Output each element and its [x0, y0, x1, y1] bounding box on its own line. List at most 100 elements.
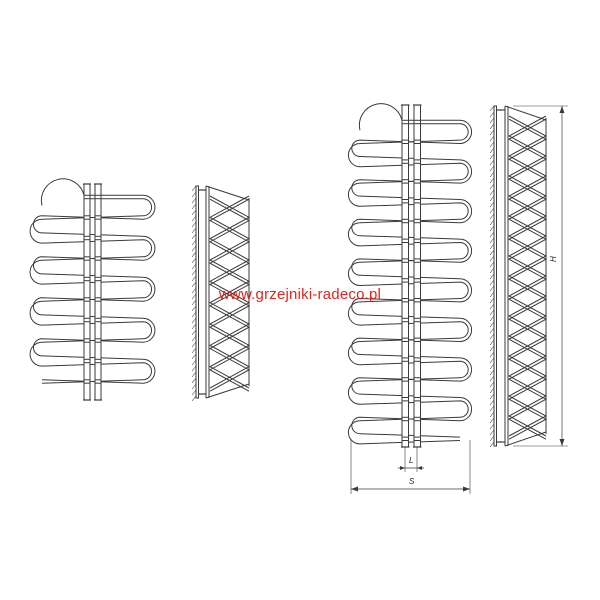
- tube-crossing: [95, 298, 101, 301]
- tube-crossing: [84, 380, 90, 383]
- wall-hatch: [489, 297, 495, 304]
- watermark-url: www.grzejniki-radeco.pl: [218, 286, 382, 303]
- wall-hatch: [191, 185, 197, 192]
- wall-hatch: [489, 255, 495, 262]
- top-connector: [504, 105, 547, 121]
- wall-hatch: [489, 195, 495, 202]
- tube-crossing: [402, 140, 408, 143]
- tube-crossing: [84, 359, 90, 363]
- tube-crossing: [84, 298, 90, 301]
- tube-crossing: [84, 216, 90, 219]
- tube-crossing: [402, 318, 408, 322]
- serpentine-tube-outline: [29, 198, 153, 384]
- wall-hatch: [191, 245, 197, 252]
- wall-hatch: [191, 305, 197, 312]
- large-radiator-side-view: [489, 105, 548, 448]
- wall-hatch: [489, 267, 495, 274]
- wall-hatch: [489, 327, 495, 334]
- wall-hatch: [191, 317, 197, 324]
- dim-arrow: [559, 439, 565, 446]
- wall-hatch: [489, 201, 495, 208]
- wall-hatch: [489, 153, 495, 160]
- wall-hatch: [191, 275, 197, 282]
- wall-hatch: [191, 197, 197, 204]
- tube-crossing: [402, 180, 408, 183]
- tube-crossing: [95, 339, 101, 342]
- tube-crossing: [402, 417, 408, 421]
- wall-hatch: [489, 369, 495, 376]
- tube-crossing: [95, 257, 101, 260]
- tube-crossing: [402, 398, 408, 401]
- wall-hatch: [489, 339, 495, 346]
- zigzag-tube: [507, 115, 548, 437]
- dim-arrow: [351, 486, 358, 492]
- dimension-label-h: H: [549, 256, 558, 262]
- tube-crossing: [414, 437, 420, 440]
- wall-hatch: [191, 365, 197, 372]
- wall-hatch: [191, 215, 197, 222]
- wall-hatch: [489, 105, 495, 112]
- tube-crossing: [402, 299, 408, 302]
- tube-crossing: [84, 195, 90, 199]
- wall-hatch: [489, 117, 495, 124]
- wall-hatch: [191, 359, 197, 366]
- tube-crossing: [414, 299, 420, 302]
- wall-hatch: [489, 411, 495, 418]
- large-radiator-front-view: [347, 103, 473, 448]
- wall-hatch: [489, 111, 495, 118]
- tube-crossing: [402, 338, 408, 341]
- tube-crossing: [414, 378, 420, 381]
- wall-hatch: [489, 159, 495, 166]
- tube-crossing: [402, 160, 408, 163]
- tube-crossing: [95, 195, 101, 199]
- wall-hatch: [489, 363, 495, 370]
- zigzag-tube: [208, 195, 251, 389]
- top-connector: [205, 185, 250, 201]
- tube-crossing: [402, 120, 408, 124]
- wall-hatch: [191, 371, 197, 378]
- wall-hatch: [489, 147, 495, 154]
- tube-crossing: [414, 200, 420, 203]
- dimension-label-l: L: [409, 456, 413, 465]
- dimension-label-s: S: [409, 477, 415, 486]
- wall-hatch: [191, 311, 197, 318]
- wall-hatch: [489, 273, 495, 280]
- tube-crossing: [402, 239, 408, 242]
- tube-crossing: [95, 216, 101, 219]
- tube-crossing: [95, 236, 101, 240]
- wall-hatch: [489, 207, 495, 214]
- wall-hatch: [191, 323, 197, 330]
- tube-crossing: [84, 236, 90, 240]
- wall-hatch: [489, 249, 495, 256]
- tube-crossing: [414, 338, 420, 341]
- wall-hatch: [489, 441, 495, 448]
- tube-crossing: [414, 140, 420, 143]
- wall-hatch: [489, 303, 495, 310]
- wall-hatch: [489, 375, 495, 382]
- wall-line: [195, 185, 199, 399]
- wall-hatch: [191, 209, 197, 216]
- zigzag-tube: [208, 198, 251, 392]
- tube-crossing: [414, 318, 420, 322]
- wall-hatch: [191, 251, 197, 258]
- wall-hatch: [191, 287, 197, 294]
- tube-crossing: [402, 219, 408, 223]
- wall-line: [493, 105, 497, 447]
- wall-hatch: [191, 383, 197, 390]
- tube-crossing: [95, 318, 101, 322]
- top-bend: [40, 178, 85, 206]
- wall-hatch: [191, 269, 197, 276]
- tube-crossing: [84, 339, 90, 342]
- zigzag-tube: [507, 118, 548, 440]
- tube-crossing: [414, 398, 420, 401]
- wall-hatch: [489, 351, 495, 358]
- wall-hatch: [191, 293, 197, 300]
- tube-crossing: [402, 279, 408, 282]
- bottom-connector: [504, 431, 547, 447]
- wall-hatch: [191, 233, 197, 240]
- wall-hatch: [489, 423, 495, 430]
- wall-hatch: [489, 279, 495, 286]
- wall-hatch: [489, 135, 495, 142]
- tube-crossing: [414, 120, 420, 124]
